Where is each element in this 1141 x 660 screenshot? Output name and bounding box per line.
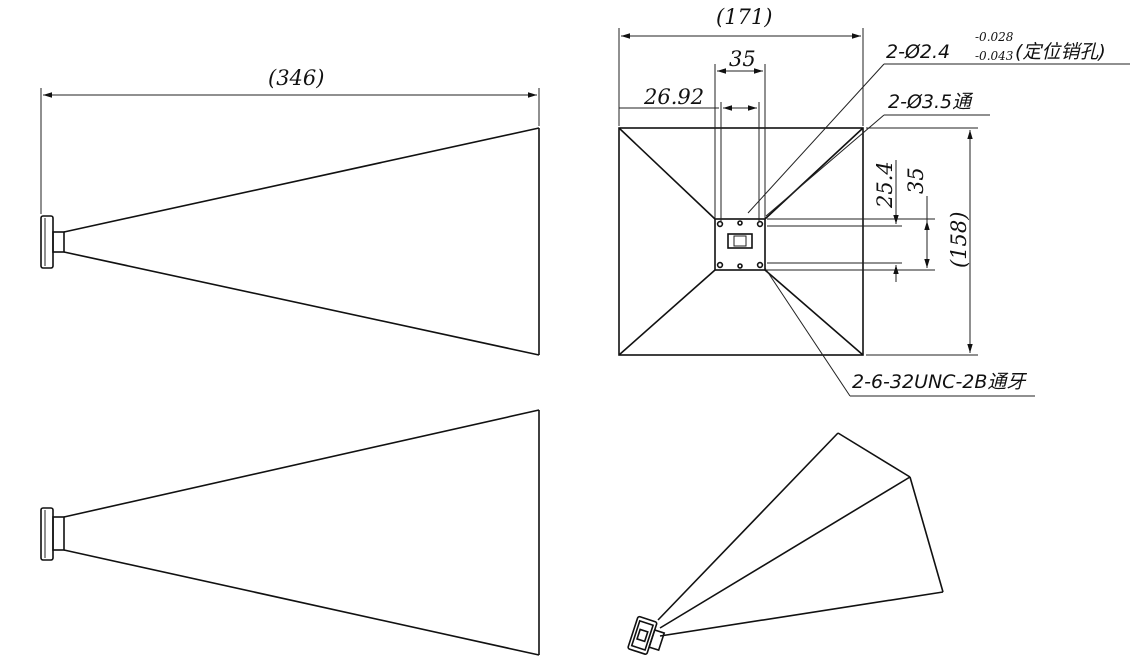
note-through-hole: 2-Ø3.5通 xyxy=(888,91,974,113)
aperture-outline xyxy=(618,127,864,356)
flange xyxy=(40,215,54,269)
isometric-view xyxy=(627,432,944,655)
note-pin-hole-suffix: (定位销孔) xyxy=(1015,41,1106,63)
note-pin-hole: 2-Ø2.4 xyxy=(886,41,950,63)
note-thread: 2-6-32UNC-2B通牙 xyxy=(852,371,1027,393)
side-view-top: (346) xyxy=(40,66,540,356)
note-pin-hole-tol-upper: -0.028 xyxy=(975,30,1014,44)
dim-aperture-width: (171) xyxy=(716,5,772,29)
note-pin-hole-tol-lower: -0.043 xyxy=(975,49,1014,63)
waveguide-port xyxy=(727,233,753,249)
dim-aperture-height: (158) xyxy=(947,212,971,268)
flange xyxy=(40,507,54,561)
note-pin-hole-main: 2-Ø2.4 xyxy=(886,41,950,63)
dim-hole-spacing-y: 25.4 xyxy=(873,161,897,209)
dim-flange-height: 35 xyxy=(904,167,928,194)
front-view: (171) 35 26.92 (158) 35 25.4 2-Ø2 xyxy=(618,5,1130,397)
dim-hole-spacing-x: 26.92 xyxy=(643,85,704,109)
horn-edge-bottom xyxy=(63,251,540,356)
side-view-bottom xyxy=(40,409,540,656)
flange-square xyxy=(714,218,766,271)
dim-flange-width: 35 xyxy=(729,47,756,71)
iso-flange xyxy=(627,615,666,655)
dim-overall-length: (346) xyxy=(268,66,324,90)
horn-edge-top xyxy=(63,127,540,233)
